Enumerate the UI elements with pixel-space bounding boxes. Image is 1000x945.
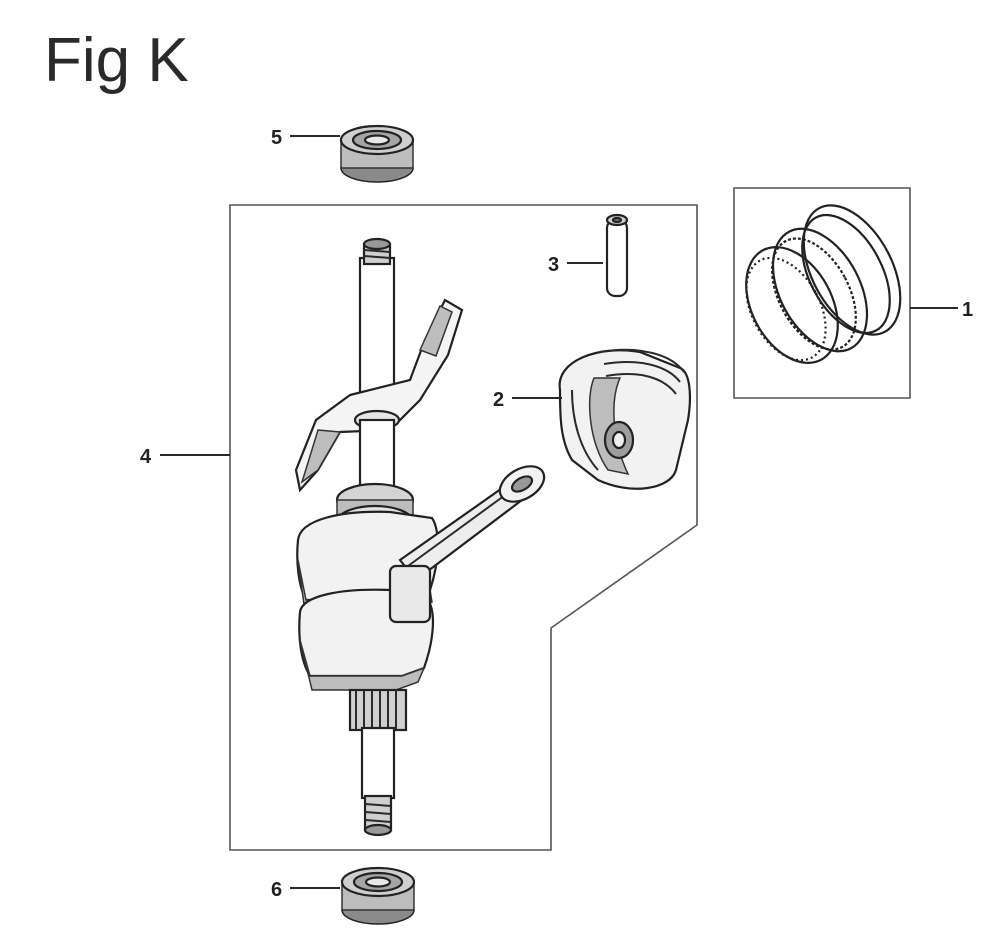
callout-6: 6: [271, 879, 282, 901]
piston-ring-group-frame: [733, 187, 911, 399]
oil-seal-lower: [340, 866, 416, 925]
piston: [558, 348, 691, 490]
piston-rings: [745, 204, 902, 364]
callout-1: 1: [962, 299, 973, 321]
piston-pin: [605, 213, 629, 298]
callout-5: 5: [271, 127, 282, 149]
figure-title: Fig K: [44, 26, 189, 95]
callout-4: 4: [140, 446, 152, 468]
oil-seal-upper: [339, 124, 415, 183]
callout-2: 2: [493, 389, 504, 411]
crankshaft: [294, 237, 546, 837]
crankshaft-group-frame: [229, 204, 698, 851]
callout-3: 3: [548, 254, 559, 276]
